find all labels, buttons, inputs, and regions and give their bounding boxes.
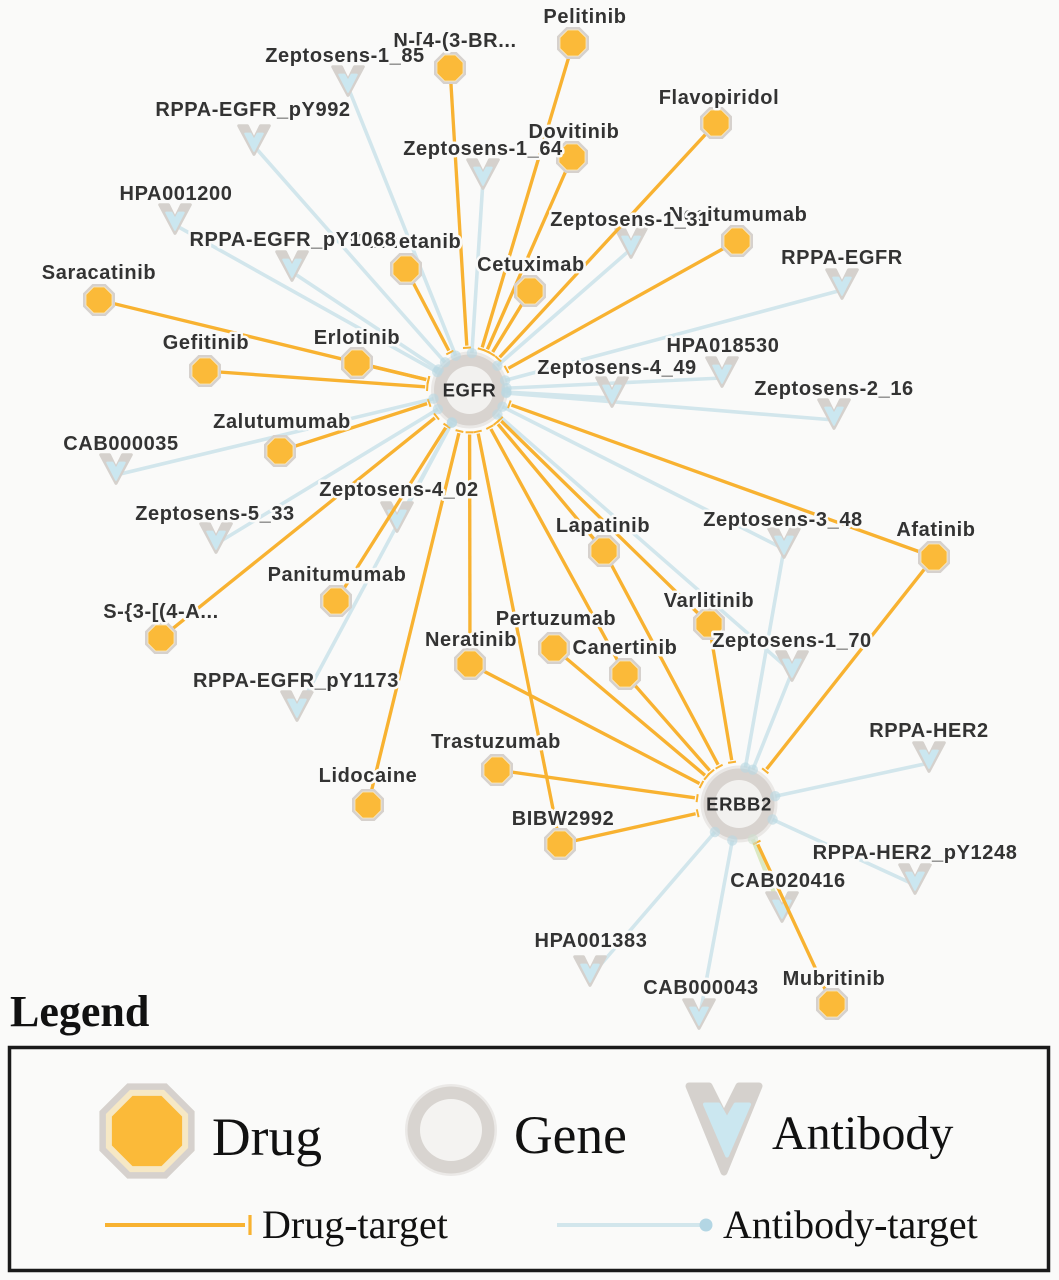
svg-text:Lapatinib: Lapatinib [556,515,650,537]
svg-text:Erlotinib: Erlotinib [314,327,401,349]
svg-text:Vandetanib: Vandetanib [349,231,462,253]
svg-text:Dovitinib: Dovitinib [529,121,620,143]
svg-text:Zeptosens-1_31: Zeptosens-1_31 [550,209,710,231]
svg-text:ERBB2: ERBB2 [706,794,772,815]
svg-text:Zeptosens-1_70: Zeptosens-1_70 [712,630,872,652]
svg-text:Canertinib: Canertinib [573,637,678,659]
svg-text:HPA018530: HPA018530 [667,335,780,357]
svg-text:BIBW2992: BIBW2992 [512,808,615,830]
svg-text:Afatinib: Afatinib [896,519,975,541]
svg-text:Pertuzumab: Pertuzumab [496,608,616,630]
svg-text:Zeptosens-4_49: Zeptosens-4_49 [537,357,697,379]
svg-text:S-{3-[(4-A...: S-{3-[(4-A... [103,601,219,623]
svg-text:Zeptosens-1_64: Zeptosens-1_64 [403,138,563,160]
svg-text:Antibody: Antibody [772,1107,953,1160]
svg-text:N-[4-(3-BR...: N-[4-(3-BR... [393,30,516,52]
svg-text:Pelitinib: Pelitinib [543,6,626,28]
svg-text:Flavopiridol: Flavopiridol [659,87,780,109]
svg-text:Zeptosens-2_16: Zeptosens-2_16 [754,378,914,400]
svg-text:HPA001200: HPA001200 [120,183,233,205]
svg-text:RPPA-EGFR_pY1173: RPPA-EGFR_pY1173 [193,670,399,692]
svg-text:Panitumumab: Panitumumab [268,564,407,586]
svg-text:Cetuximab: Cetuximab [477,254,585,276]
svg-text:EGFR: EGFR [443,380,497,401]
svg-text:CAB020416: CAB020416 [730,870,845,892]
svg-text:Zeptosens-1_85: Zeptosens-1_85 [265,45,425,67]
svg-text:RPPA-EGFR_pY1068: RPPA-EGFR_pY1068 [189,229,396,251]
svg-text:RPPA-EGFR_pY992: RPPA-EGFR_pY992 [155,99,350,121]
svg-text:Legend: Legend [10,987,149,1036]
svg-text:CAB000043: CAB000043 [643,977,758,999]
svg-text:Mubritinib: Mubritinib [783,968,886,990]
svg-text:RPPA-EGFR: RPPA-EGFR [781,247,903,269]
svg-text:Antibody-target: Antibody-target [723,1202,978,1247]
svg-text:Gene: Gene [514,1105,627,1165]
svg-text:Zalutumumab: Zalutumumab [213,411,351,433]
svg-text:Saracatinib: Saracatinib [42,262,156,284]
svg-text:Drug: Drug [212,1107,322,1167]
svg-text:Neratinib: Neratinib [425,629,517,651]
svg-text:Lidocaine: Lidocaine [319,765,418,787]
svg-text:Drug-target: Drug-target [262,1202,448,1247]
svg-text:RPPA-HER2: RPPA-HER2 [869,720,989,742]
svg-text:Zeptosens-4_02: Zeptosens-4_02 [319,479,479,501]
svg-text:Gefitinib: Gefitinib [163,332,250,354]
svg-text:Zeptosens-5_33: Zeptosens-5_33 [135,503,295,525]
svg-text:Zeptosens-3_48: Zeptosens-3_48 [703,509,863,531]
svg-text:Necitumumab: Necitumumab [669,204,808,226]
svg-text:RPPA-HER2_pY1248: RPPA-HER2_pY1248 [813,842,1018,864]
svg-text:Varlitinib: Varlitinib [664,590,754,612]
svg-text:HPA001383: HPA001383 [535,930,648,952]
svg-text:CAB000035: CAB000035 [63,433,178,455]
svg-text:Trastuzumab: Trastuzumab [431,731,561,753]
